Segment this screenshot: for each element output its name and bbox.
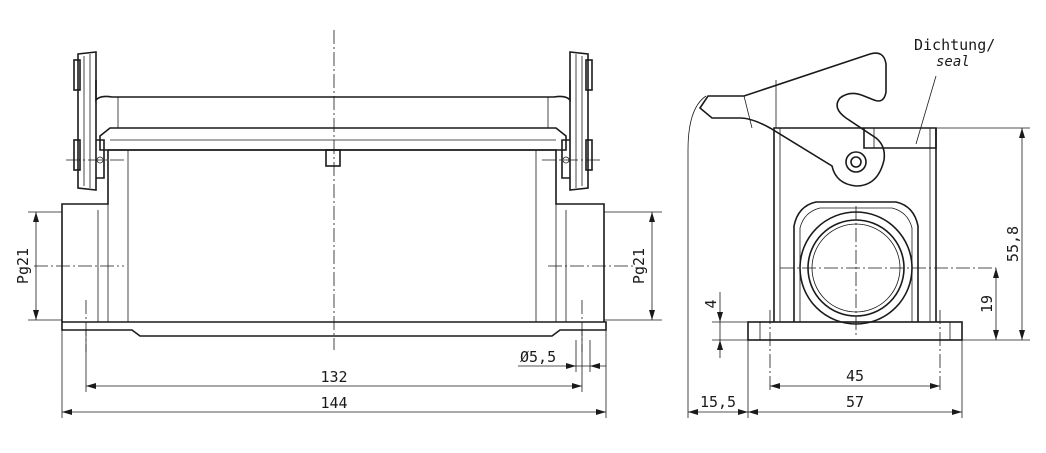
thread-label-right: Pg21 <box>630 248 648 284</box>
seal-block <box>863 128 937 149</box>
dim-132: 132 <box>320 368 347 386</box>
pivot-pin-inner <box>850 156 862 168</box>
base-plate <box>61 321 607 337</box>
seal-label-en: seal <box>936 54 970 70</box>
front-view: Pg21 Pg21 Ø5,5 132 144 <box>14 30 662 418</box>
side-base-plate <box>747 321 963 341</box>
side-view: Dichtung/ seal 55,8 19 4 45 57 <box>687 36 1030 418</box>
housing-body <box>61 149 605 322</box>
side-latch-lever <box>698 52 887 187</box>
dim-4: 4 <box>702 299 720 308</box>
dim-57: 57 <box>846 393 864 411</box>
entry-window <box>793 201 919 322</box>
right-latch-lever <box>561 51 593 191</box>
dim-55-8: 55,8 <box>1004 226 1022 262</box>
key-mark <box>325 149 341 167</box>
side-body <box>773 127 937 322</box>
dim-15-5: 15,5 <box>700 393 736 411</box>
dim-45: 45 <box>846 367 864 385</box>
hood-arch <box>95 80 571 103</box>
dim-144: 144 <box>320 394 347 412</box>
seal-label-de: Dichtung/ <box>914 36 995 54</box>
thread-label-left: Pg21 <box>14 248 32 284</box>
dim-19: 19 <box>978 295 996 313</box>
lid-rim <box>99 127 567 151</box>
pivot-pin-outer <box>845 151 867 173</box>
left-latch-lever <box>73 51 105 191</box>
hole-diameter-label: Ø5,5 <box>520 348 556 366</box>
